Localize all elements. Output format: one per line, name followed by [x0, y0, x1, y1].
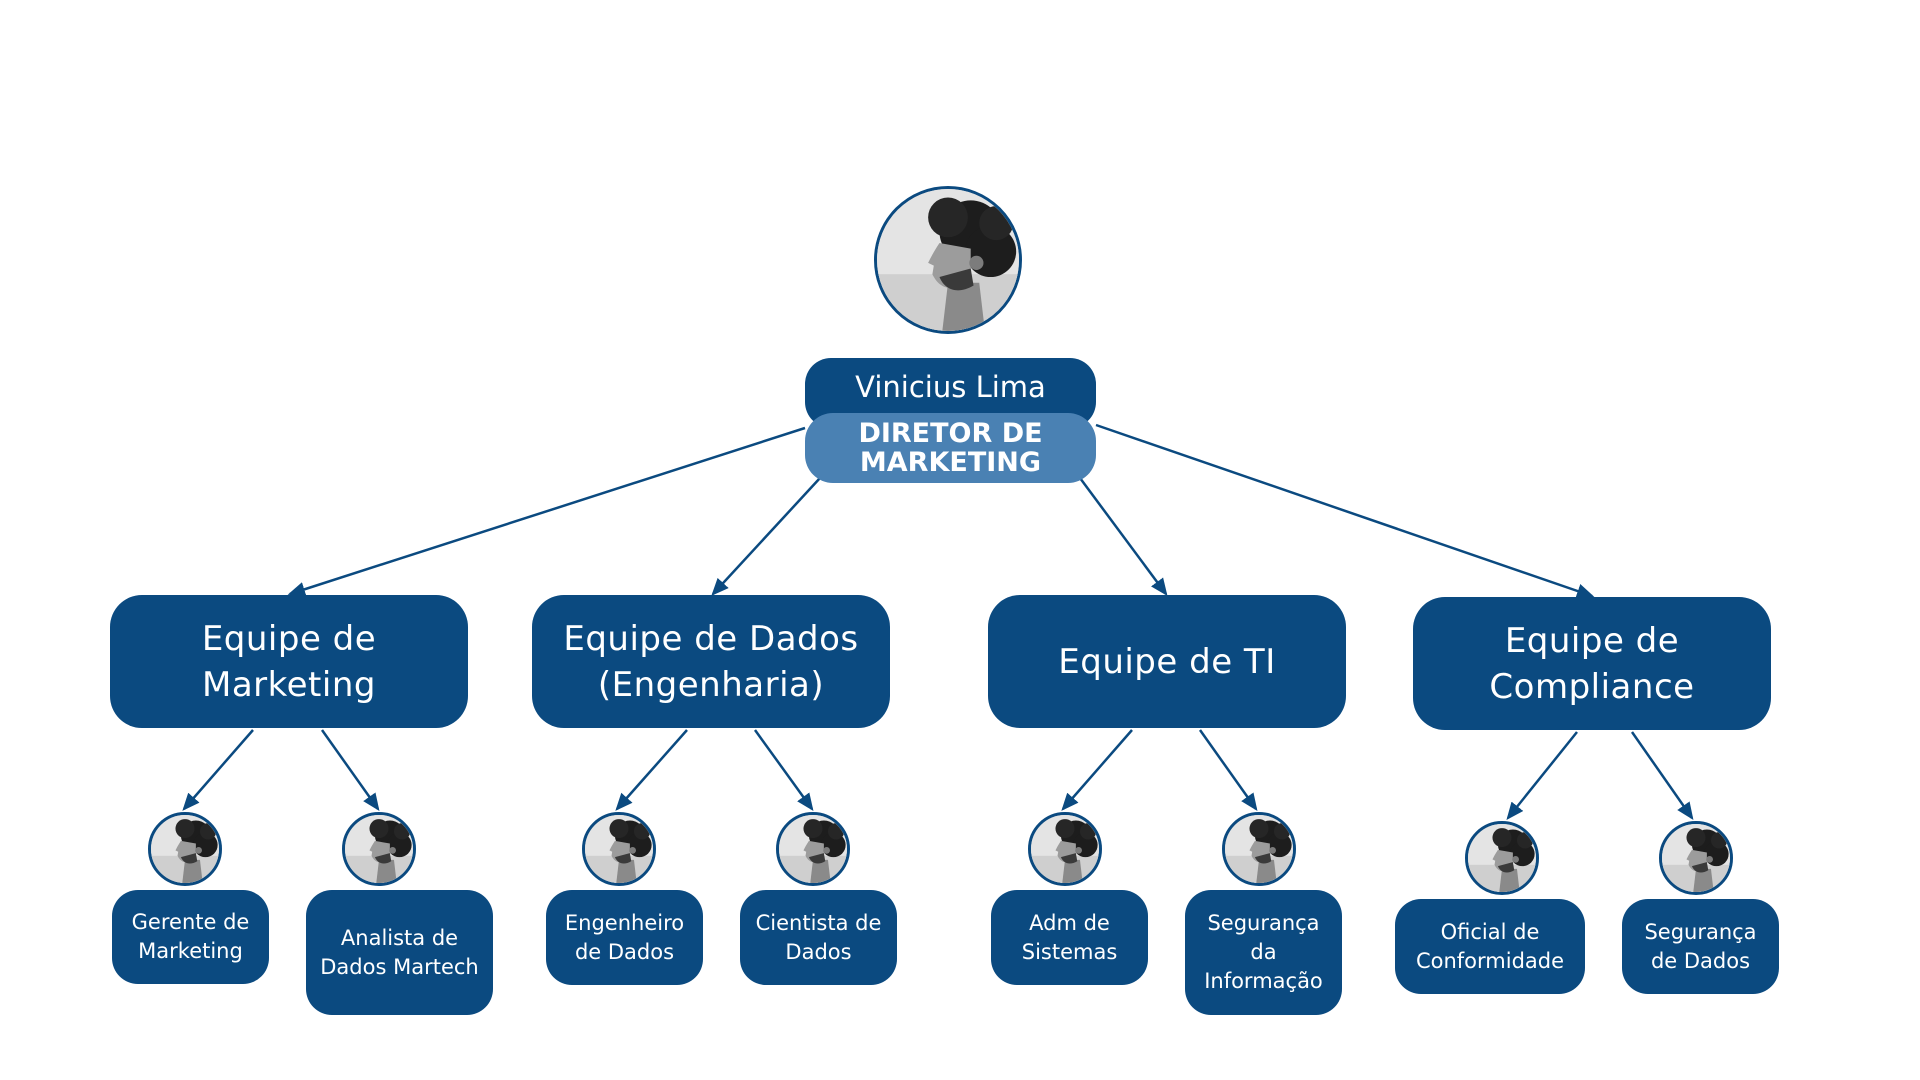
role-adm-sistemas: Adm de Sistemas: [991, 890, 1148, 985]
role-avatar-oficial-conformidade: [1465, 821, 1539, 895]
role-avatar-seguranca-informacao: [1222, 812, 1296, 886]
connector-director-compliance: [1095, 423, 1595, 599]
connector-compliance-role2: [1630, 731, 1694, 821]
connector-dados-role1: [615, 729, 688, 811]
team-compliance: Equipe de Compliance: [1413, 597, 1771, 730]
team-ti: Equipe de TI: [988, 595, 1346, 728]
connector-director-dados: [711, 477, 821, 596]
role-oficial-conformidade: Oficial de Conformidade: [1395, 899, 1585, 994]
role-gerente-marketing: Gerente de Marketing: [112, 890, 269, 984]
connector-compliance-role1: [1506, 731, 1578, 820]
connector-director-ti: [1078, 477, 1168, 597]
director-avatar: [874, 186, 1022, 334]
role-avatar-engenheiro-dados: [582, 812, 656, 886]
director-title: DIRETOR DE MARKETING: [805, 413, 1096, 483]
role-avatar-analista-martech: [342, 812, 416, 886]
avatar-photo-icon: [1031, 815, 1099, 883]
avatar-photo-icon: [1225, 815, 1293, 883]
avatar-photo-icon: [877, 189, 1019, 331]
team-marketing: Equipe de Marketing: [110, 595, 468, 728]
role-avatar-cientista-dados: [776, 812, 850, 886]
role-avatar-seguranca-dados: [1659, 821, 1733, 895]
avatar-photo-icon: [151, 815, 219, 883]
role-cientista-dados: Cientista de Dados: [740, 890, 897, 985]
connector-director-marketing: [287, 426, 806, 597]
avatar-photo-icon: [779, 815, 847, 883]
role-avatar-adm-sistemas: [1028, 812, 1102, 886]
team-dados: Equipe de Dados (Engenharia): [532, 595, 890, 728]
avatar-photo-icon: [1662, 824, 1730, 892]
connector-marketing-role1: [182, 729, 254, 811]
avatar-photo-icon: [345, 815, 413, 883]
connector-dados-role2: [753, 729, 814, 812]
avatar-photo-icon: [1468, 824, 1536, 892]
avatar-photo-icon: [585, 815, 653, 883]
connector-marketing-role2: [320, 729, 380, 812]
role-seguranca-dados: Segurança de Dados: [1622, 899, 1779, 994]
role-analista-martech: Analista de Dados Martech: [306, 890, 493, 1015]
connector-ti-role1: [1061, 729, 1133, 811]
role-seguranca-informacao: Segurança da Informação: [1185, 890, 1342, 1015]
role-engenheiro-dados: Engenheiro de Dados: [546, 890, 703, 985]
role-avatar-gerente-marketing: [148, 812, 222, 886]
connector-ti-role2: [1198, 729, 1258, 812]
